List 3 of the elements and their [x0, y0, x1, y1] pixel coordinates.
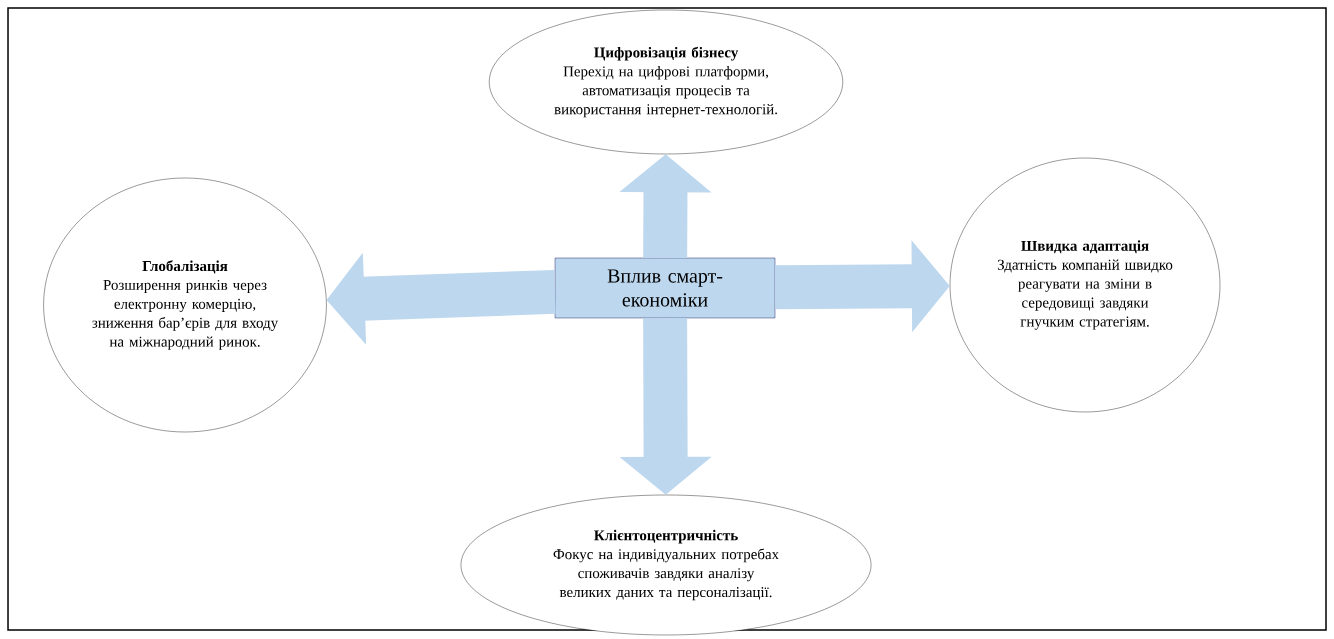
node-label: Клієнтоцентричність	[594, 529, 738, 544]
center-box: Вплив смарт-економіки	[554, 257, 776, 319]
node-label: Фокус на індивідуальних потребах споживачів завдяки аналізу великих даних та персоналізації.	[553, 548, 779, 601]
